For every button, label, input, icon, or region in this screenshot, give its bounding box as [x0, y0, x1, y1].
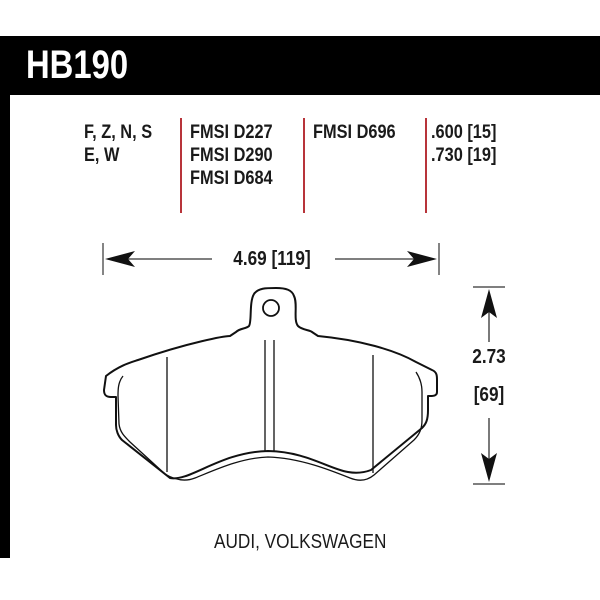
- part-number-title: HB190: [26, 43, 129, 87]
- width-dimension-label: 4.69 [119]: [233, 248, 311, 270]
- thickness-value: .600 [15]: [431, 122, 497, 143]
- vehicle-application: AUDI, VOLKSWAGEN: [0, 531, 600, 554]
- fmsi-primary-list: FMSI D227 FMSI D290 FMSI D684: [190, 121, 273, 190]
- arrow-down-icon: [481, 453, 497, 482]
- column-divider: [303, 118, 305, 213]
- height-dimension-line: [473, 286, 505, 485]
- brake-pad-outline: [103, 287, 438, 481]
- fmsi-secondary-list: FMSI D696: [313, 121, 396, 144]
- left-border-bar: [0, 36, 10, 558]
- vehicle-application-text: AUDI, VOLKSWAGEN: [213, 531, 387, 553]
- height-dimension-inches: 2.73: [472, 346, 506, 368]
- width-dimension-line: [102, 243, 440, 275]
- fmsi-code: FMSI D696: [313, 122, 396, 143]
- column-divider: [180, 118, 182, 213]
- height-dimension-mm: [69]: [473, 384, 505, 406]
- column-divider: [425, 118, 427, 213]
- fmsi-code: FMSI D290: [190, 145, 273, 166]
- arrow-left-icon: [105, 251, 135, 267]
- fmsi-code: FMSI D684: [190, 168, 273, 189]
- compound-line: E, W: [84, 145, 120, 166]
- compound-list: F, Z, N, S E, W: [84, 121, 152, 167]
- fmsi-code: FMSI D227: [190, 122, 273, 143]
- compound-line: F, Z, N, S: [84, 122, 153, 143]
- arrow-up-icon: [481, 289, 497, 318]
- header-bar: [0, 36, 600, 95]
- thickness-list: .600 [15] .730 [19]: [431, 121, 496, 167]
- mounting-hole: [262, 299, 280, 317]
- arrow-right-icon: [407, 251, 437, 267]
- thickness-value: .730 [19]: [431, 145, 497, 166]
